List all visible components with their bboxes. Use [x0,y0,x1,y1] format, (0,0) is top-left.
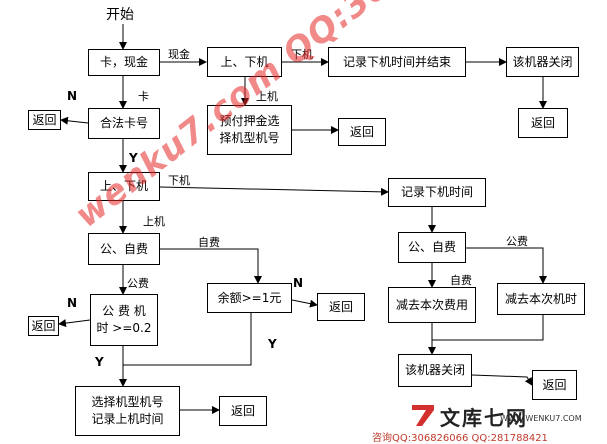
edge-label-cash: 现金 [168,48,190,61]
shutdown-box-1: 该机器关闭 [506,47,579,77]
edge-label-up-2: 上机 [143,215,165,228]
edge-label-card: 卡 [138,90,149,103]
edge-updown2-recorddown [159,186,389,196]
return-box-5: 返回 [28,316,59,336]
up-down-box-2: 上、下机 [88,172,160,201]
wenku-logo-icon [412,405,434,426]
edge-deducttime-merge [432,315,544,341]
edge-label-public-2: 公费 [506,235,528,248]
shutdown-box-2: 该机器关闭 [398,354,472,387]
edge-label-n-2: N [293,276,304,290]
edge-ps2-deducttime [466,247,547,284]
contact-text: 咨询QQ:306826066 QQ:281788421 [372,433,548,444]
edge-valid-return3 [60,116,89,125]
return-box-7: 返回 [219,396,267,426]
edge-label-down-2: 下机 [168,174,190,187]
edge-label-up-1: 上机 [256,90,278,103]
prepay-box: 预付押金选择机型机号 [207,105,292,155]
return-box-3: 返回 [28,110,61,130]
up-down-box-1: 上、下机 [207,47,282,77]
valid-card-box: 合法卡号 [88,108,160,139]
edge-label-down-1: 下机 [291,48,313,61]
logo-url: WWW.WENKU7.COM [500,414,582,423]
start-label: 开始 [106,7,134,23]
deduct-time-box: 减去本次机时 [497,283,585,315]
balance-box: 余额>=1元 [207,283,292,313]
edge-ps1-balance [160,248,262,284]
edge-label-y-2: Y [268,337,277,351]
edge-balance-merge [123,313,252,366]
return-box-6: 返回 [532,370,577,400]
edge-label-public-1: 公费 [127,277,149,290]
edge-label-self-1: 自费 [198,236,220,249]
edge-shutdown2-return6 [471,374,533,386]
return-box-4: 返回 [317,293,365,321]
return-box-2: 返回 [338,118,386,146]
edge-label-self-2: 自费 [450,274,472,287]
return-box-1: 返回 [518,108,568,138]
public-self-box-1: 公、自费 [88,233,160,265]
public-self-box-2: 公、自费 [398,232,466,263]
logo-text: 文库七网 [440,406,528,430]
record-down-box: 记录下机时间 [388,178,486,207]
edge-label-y-1: Y [129,151,138,165]
deduct-cost-box: 减去本次费用 [388,287,476,323]
edge-publictime-return5 [58,319,91,328]
card-cash-box: 卡，现金 [88,49,160,76]
edge-label-n-3: N [67,296,78,310]
edge-label-n-1: N [67,89,78,103]
record-end-box: 记录下机时间并结束 [328,47,466,77]
select-machine-box: 选择机型机号记录上机时间 [75,386,180,436]
edge-balance-return4 [291,299,318,308]
public-time-box: 公 费 机时 >=0.2 [90,294,158,346]
edge-label-y-3: Y [95,355,104,369]
